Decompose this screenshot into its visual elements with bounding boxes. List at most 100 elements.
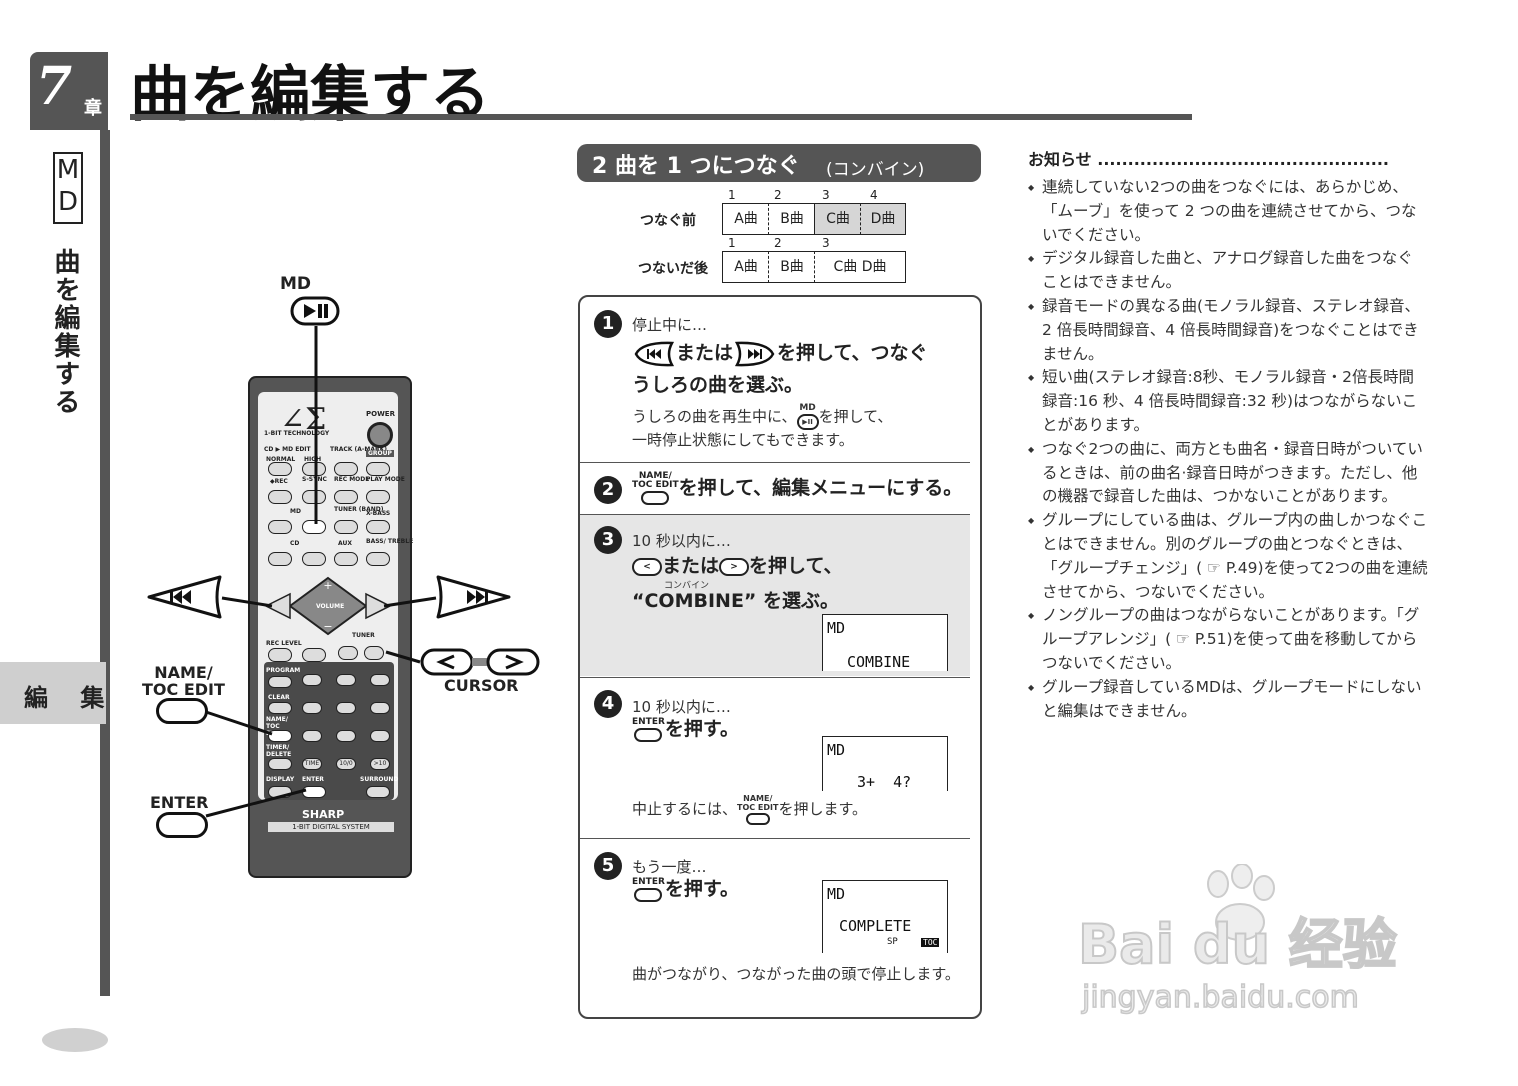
remote-rec-level-plus (302, 648, 326, 662)
remote-key (336, 674, 356, 686)
skip-forward-icon (436, 575, 511, 619)
notice-item: デジタル録音した曲と、アナログ録音した曲をつなぐことはできません。 (1028, 247, 1428, 295)
track-number: 2 (774, 188, 782, 202)
track-cell: C曲 D曲 (814, 251, 906, 283)
remote-key (370, 674, 390, 686)
svg-text:+: + (323, 579, 332, 592)
step-1-instruction-line2: うしろの曲を選ぶ。 (632, 374, 804, 396)
remote-label: ENTER (302, 776, 324, 783)
step-divider (580, 838, 970, 839)
remote-key (302, 674, 322, 686)
baidu-paw-icon (1207, 864, 1275, 941)
remote-key: TIME (302, 758, 322, 770)
remote-label: REC LEVEL (266, 640, 302, 647)
remote-key (302, 702, 322, 714)
remote-button (366, 490, 390, 504)
remote-label: S-SYNC (302, 476, 327, 483)
enter-key-icon: ENTER (632, 717, 665, 742)
edit-tab-label: 編 集 (24, 684, 117, 712)
md-play-key-icon: MD▶II (796, 404, 819, 430)
track-cell: A曲 (722, 251, 769, 283)
step-3-lcd: MD COMBINE (822, 614, 948, 671)
notice-heading: お知らせ ...................................… (1028, 150, 1390, 169)
remote-key (370, 702, 390, 714)
remote-key (336, 730, 356, 742)
callout-lines (205, 326, 437, 818)
remote-label: MD (290, 508, 301, 515)
lcd-message: COMPLETE (839, 917, 912, 935)
track-number: 4 (870, 188, 878, 202)
section-title: 2 曲を 1 つにつなぐ (592, 154, 800, 179)
remote-label: NORMAL (266, 456, 296, 463)
remote-label: TIMER/ DELETE (266, 744, 292, 758)
md-label-box: MD (53, 152, 83, 224)
side-chapter-title: 曲を編集する (50, 248, 80, 416)
lcd-toc-indicator: TOC (921, 938, 940, 947)
cursor-right-key-icon: > (719, 557, 750, 576)
notice-item: ノングループの曲はつながらないことがあります。「グループアレンジ」( ☞ P.5… (1028, 604, 1428, 675)
remote-label: DISPLAY (266, 776, 295, 783)
lcd-message: 3+ 4? (857, 773, 912, 791)
remote-key: >10 (370, 758, 390, 770)
step-5-lead: もう一度… (632, 858, 707, 876)
section-subtitle: (コンバイン) (826, 160, 925, 180)
page-number-oval (42, 1028, 108, 1052)
remote-logo-icon: ∠Σ (280, 402, 327, 437)
track-cell: A曲 (722, 203, 769, 235)
remote-label: BASS/ TREBLE (366, 538, 414, 545)
cursor-left-key-icon: < (632, 557, 662, 576)
remote-key (268, 702, 292, 714)
lcd-message: COMBINE (847, 653, 911, 671)
remote-label: CLEAR (268, 694, 290, 701)
notice-list: 連続していない2つの曲をつなぐには、あらかじめ、「ムーブ」を使って 2 つの曲を… (1028, 176, 1428, 723)
name-toc-edit-button-icon (156, 698, 208, 724)
steps-box (578, 295, 982, 1019)
enter-key-icon: ENTER (632, 877, 665, 902)
step-3-instruction: <または>を押して、 (632, 551, 843, 581)
remote-brand: SHARP (302, 808, 345, 821)
name-toc-edit-callout-label: NAME/ TOC EDIT (142, 663, 225, 699)
baidu-watermark-logo: Bai du 经验 (1077, 912, 1398, 977)
step-divider (580, 514, 970, 515)
chapter-suffix: 章 (84, 98, 102, 119)
enter-callout-label: ENTER (150, 793, 209, 812)
remote-button (366, 552, 390, 566)
step-5-number: 5 (594, 852, 622, 880)
remote-label: CD ▶ MD EDIT (264, 446, 311, 453)
remote-button (268, 490, 292, 504)
chapter-number: 7 (36, 56, 73, 117)
remote-cursor-left-button (338, 646, 358, 660)
track-number: 1 (728, 188, 736, 202)
remote-label: TRACK (A-MARK) (330, 446, 387, 453)
remote-button (366, 462, 390, 476)
notice-item: 連続していない2つの曲をつなぐには、あらかじめ、「ムーブ」を使って 2 つの曲を… (1028, 176, 1428, 247)
chapter-side-bar (100, 130, 110, 996)
track-number: 1 (728, 236, 736, 250)
step-3-lead: 10 秒以内に… (632, 532, 731, 550)
remote-label: AUX (338, 540, 352, 547)
chapter-tab (30, 52, 108, 130)
name-toc-edit-key-icon: NAME/ TOC EDIT (632, 472, 679, 505)
step-2-number: 2 (594, 476, 622, 504)
remote-tech-label: 1-BIT TECHNOLOGY (264, 430, 330, 437)
remote-label: VOLUME (316, 603, 345, 610)
remote-label: HIGH (304, 456, 322, 463)
svg-text:−: − (323, 620, 332, 633)
before-label: つなぐ前 (640, 213, 696, 229)
step-3-number: 3 (594, 526, 622, 554)
enter-button-icon (156, 812, 208, 838)
step-divider (580, 462, 970, 463)
step-5-lcd: MD COMPLETE SP TOC (822, 880, 948, 953)
lcd-source: MD (827, 619, 846, 637)
remote-button (366, 520, 390, 534)
skip-back-button-icon (634, 341, 675, 366)
cursor-callout-label: CURSOR (444, 676, 519, 695)
remote-button (302, 490, 326, 504)
remote-button (334, 552, 358, 566)
remote-name-toc-edit-button (268, 730, 292, 742)
remote-key (268, 676, 292, 688)
edit-tab (0, 662, 106, 724)
